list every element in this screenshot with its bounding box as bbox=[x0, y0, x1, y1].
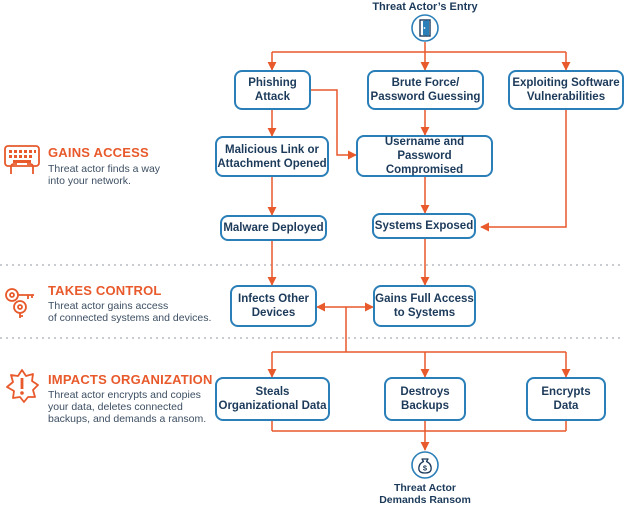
stage-title-impacts-organization: IMPACTS ORGANIZATION bbox=[48, 372, 213, 387]
node-systems-exposed: Systems Exposed bbox=[372, 213, 476, 239]
node-brute-force: Brute Force/ Password Guessing bbox=[367, 70, 484, 110]
svg-text:$: $ bbox=[423, 464, 428, 473]
keyboard-hands-icon bbox=[3, 140, 41, 174]
node-encrypts-data: Encrypts Data bbox=[526, 377, 606, 421]
stage-desc-takes-control: Threat actor gains access of connected s… bbox=[48, 300, 212, 324]
money-bag-icon: $ bbox=[411, 451, 439, 479]
entry-label: Threat Actor’s Entry bbox=[372, 1, 478, 13]
keys-icon bbox=[2, 283, 42, 319]
connector-lines bbox=[267, 42, 571, 451]
stage-title-takes-control: TAKES CONTROL bbox=[48, 283, 162, 298]
node-steals-data: Steals Organizational Data bbox=[215, 377, 330, 421]
node-gains-full-access: Gains Full Access to Systems bbox=[373, 285, 476, 327]
stage-desc-impacts-organization: Threat actor encrypts and copies your da… bbox=[48, 389, 207, 425]
node-exploiting-vulnerabilities: Exploiting Software Vulnerabilities bbox=[508, 70, 624, 110]
stage-desc-gains-access: Threat actor finds a way into your netwo… bbox=[48, 163, 161, 187]
node-infects-other-devices: Infects Other Devices bbox=[230, 285, 317, 327]
node-malicious-link: Malicious Link or Attachment Opened bbox=[215, 136, 329, 177]
stage-title-gains-access: GAINS ACCESS bbox=[48, 145, 149, 160]
outcome-label: Threat Actor Demands Ransom bbox=[379, 482, 471, 506]
node-username-compromised: Username and Password Compromised bbox=[356, 135, 493, 177]
section-dividers bbox=[0, 264, 624, 339]
node-phishing-attack: Phishing Attack bbox=[234, 70, 311, 110]
node-destroys-backups: Destroys Backups bbox=[384, 377, 466, 421]
node-malware-deployed: Malware Deployed bbox=[220, 215, 327, 241]
warning-burst-icon bbox=[4, 368, 40, 404]
door-icon bbox=[411, 14, 439, 42]
